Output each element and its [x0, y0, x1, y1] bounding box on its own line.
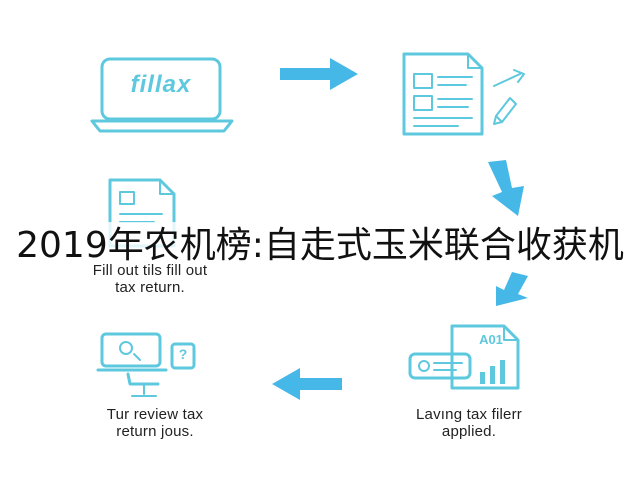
step-4-desk: ?: [96, 330, 206, 400]
arrow-icon: [496, 272, 528, 306]
report-chart-icon: [408, 324, 520, 390]
desk-badge: ?: [178, 346, 188, 362]
arrow-right-1: [280, 56, 360, 92]
step-3-caption: Lavıng tax filerr applied.: [416, 406, 522, 440]
overlay-title: 2019年农机榜:自走式玉米联合收获机: [16, 225, 624, 266]
overlay-band: [0, 222, 640, 270]
step-2-form: [398, 48, 538, 140]
arrow-down-2: [478, 270, 534, 310]
arrow-left-1: [272, 366, 342, 402]
pencil-icon: [493, 69, 525, 125]
arrow-icon: [488, 160, 524, 216]
step-5-caption: Fill out tils fill out tax return.: [92, 262, 208, 296]
laptop-logo-text: fillax: [130, 71, 192, 98]
arrow-down-1: [480, 158, 536, 218]
report-badge: A01: [479, 332, 503, 347]
step-1-laptop: fillax: [88, 55, 236, 135]
arrow-icon: [280, 58, 358, 90]
form-document-icon: [402, 52, 484, 136]
arrow-icon: [272, 368, 342, 400]
step-4-caption: Tur review tax return jous.: [106, 406, 204, 440]
step-3-report: A01: [404, 322, 532, 392]
desk-chair-icon: [96, 332, 196, 397]
laptop-icon: [90, 57, 234, 133]
